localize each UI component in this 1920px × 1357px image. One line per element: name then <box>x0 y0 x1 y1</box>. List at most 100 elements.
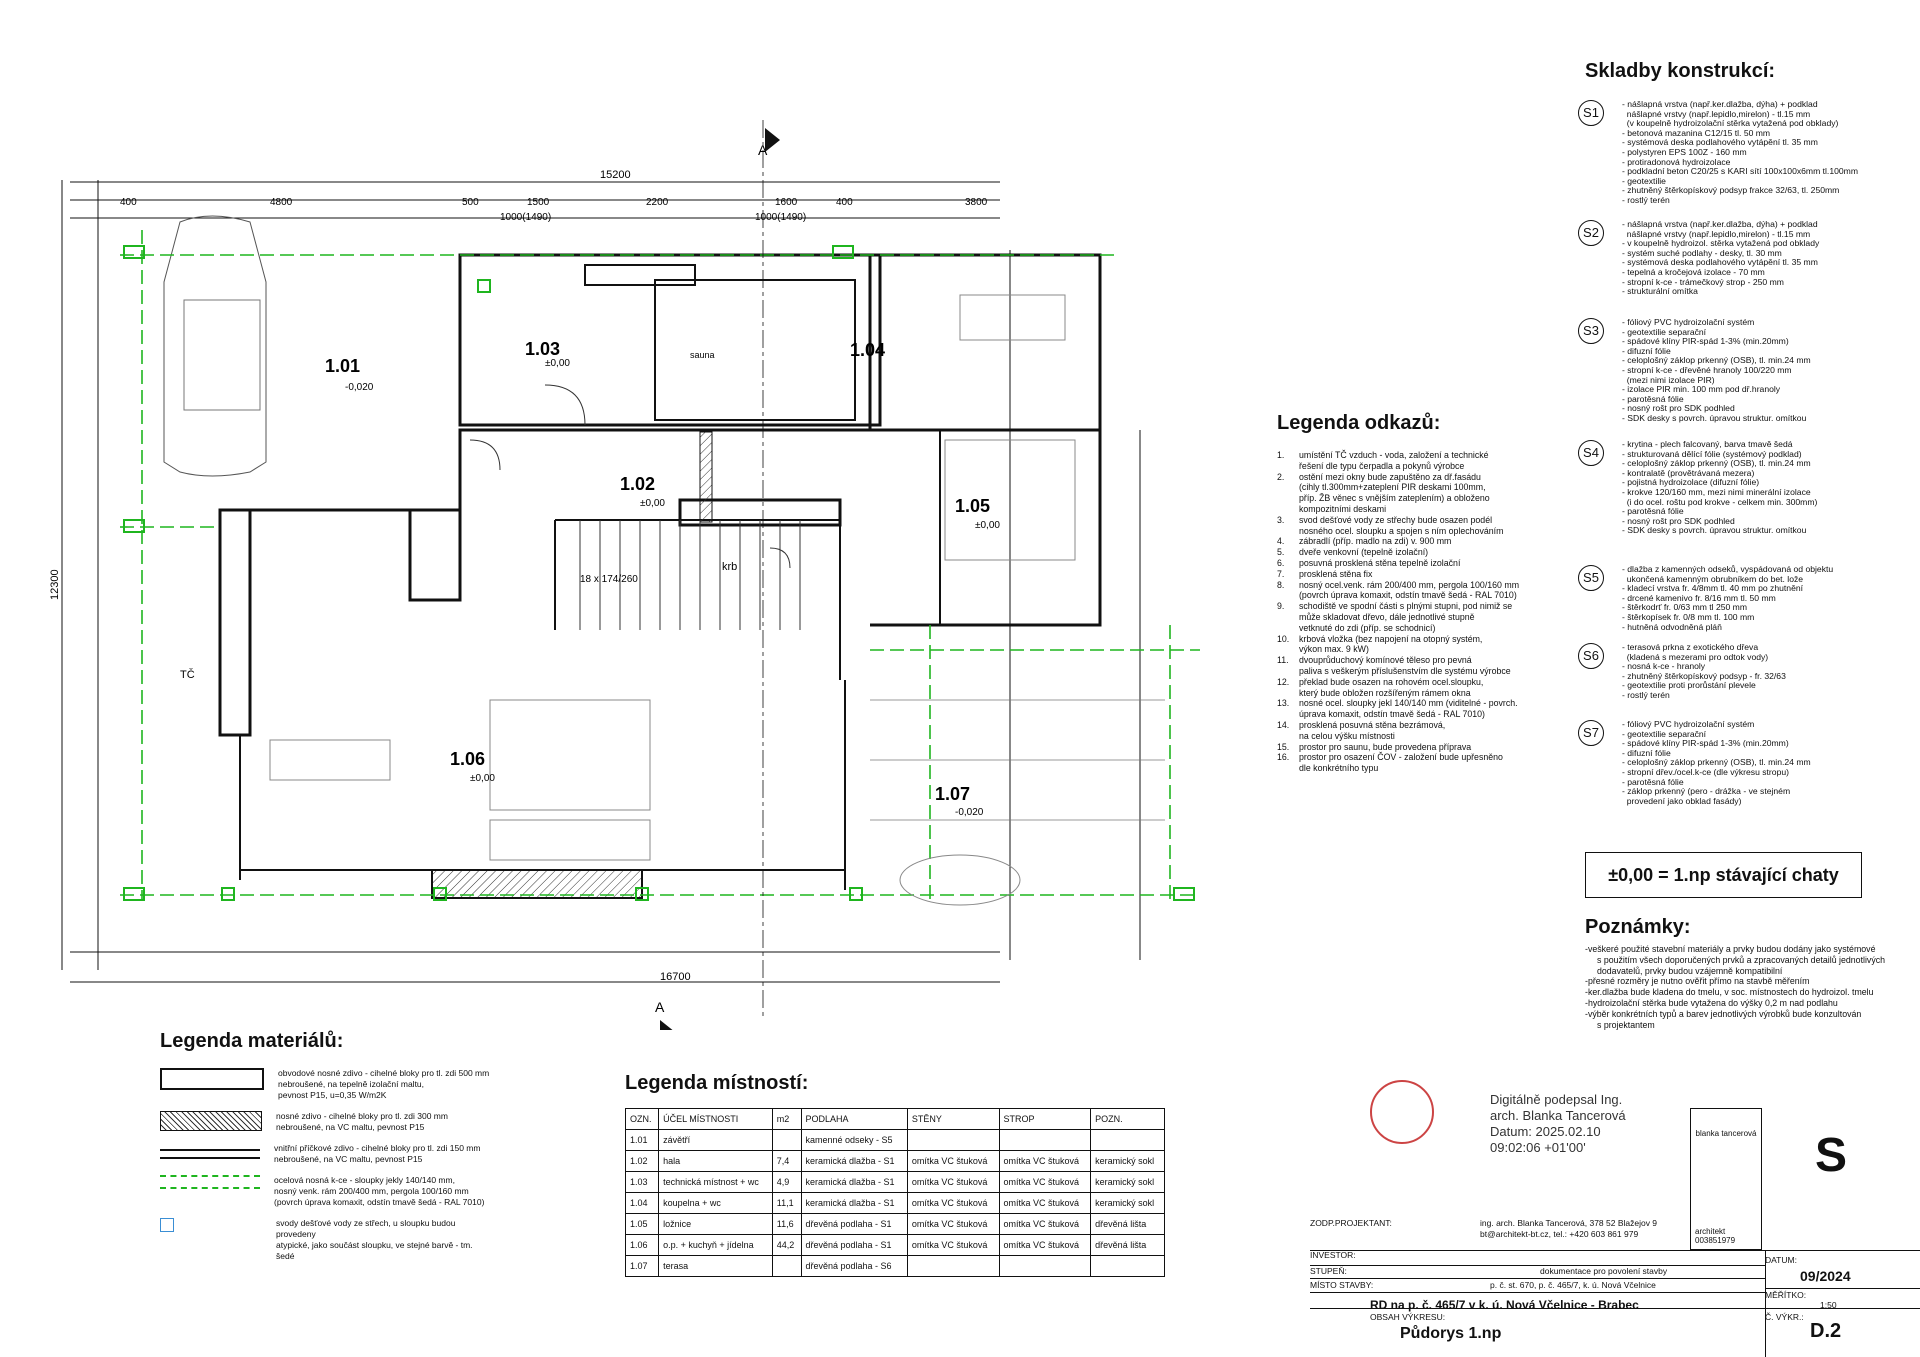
table-cell: 4,9 <box>771 1171 802 1193</box>
table-cell: 1.01 <box>624 1129 660 1151</box>
table-cell: 1.04 <box>624 1192 660 1214</box>
table-cell: 7,4 <box>771 1150 802 1172</box>
table-cell: technická místnost + wc <box>658 1171 773 1193</box>
reference-text: dvouprůduchový komínové těleso pro pevná <box>1299 655 1472 666</box>
composition-line: - systémová deska podlahového vytápění t… <box>1622 137 1818 148</box>
reference-row: 4.zábradlí (příp. madlo na zdi) v. 900 m… <box>1277 536 1577 547</box>
table-cell: 1.03 <box>624 1171 660 1193</box>
dim-top-7: 3800 <box>965 197 988 208</box>
reference-number: 8. <box>1277 579 1285 590</box>
composition-line: provedení jako obklad fasády) <box>1622 795 1742 806</box>
reference-number: 4. <box>1277 536 1285 547</box>
note-text: s projektantem <box>1597 1019 1655 1030</box>
material-line: nebroušené, na VC maltu, pevnost P15 <box>274 1154 423 1164</box>
tb-zodp-label: ZODP.PROJEKTANT: <box>1310 1218 1392 1228</box>
reference-number: 15. <box>1277 741 1290 752</box>
composition-line: (kladená s mezerami pro odtok vody) <box>1622 651 1769 662</box>
level-note: ±0,00 = 1.np stávající chaty <box>1585 852 1862 898</box>
reference-text: umístění TČ vzduch - voda, založení a te… <box>1299 450 1489 460</box>
table-cell: závětří <box>658 1129 773 1151</box>
composition-line: - kontralatě (provětrávaná mezera) <box>1622 467 1755 478</box>
reference-number: 12. <box>1277 676 1290 687</box>
table-cell: 11,6 <box>771 1213 802 1235</box>
reference-number <box>1277 623 1299 634</box>
composition-line: - stropní k-ce - dřevěné hranoly 100/220… <box>1622 364 1792 375</box>
table-cell: kamenné odseky - S5 <box>800 1129 908 1151</box>
table-cell: omítka VC štuková <box>998 1213 1092 1235</box>
notes-title: Poznámky: <box>1585 916 1691 938</box>
reference-number: 14. <box>1277 719 1290 730</box>
reference-number: 5. <box>1277 547 1285 558</box>
reference-row: může skladovat dřevo, dále jednotlivé st… <box>1277 612 1577 623</box>
composition-lines: - krytina - plech falcovaný, barva tmavě… <box>1622 439 1818 536</box>
compositions-title: Skladby konstrukcí: <box>1585 60 1776 82</box>
composition-line: (mezi nimi izolace PIR) <box>1622 374 1715 385</box>
note-line: - výběr konkrétních typů a barev jednotl… <box>1585 1008 1862 1019</box>
composition-line: - zhutněný štěrkopískový podsyp frakce 3… <box>1622 185 1840 196</box>
table-cell: keramický sokl <box>1090 1192 1165 1214</box>
composition-line: - protiradonová hydroizolace <box>1622 156 1731 167</box>
dim-top-1: 4800 <box>270 197 293 208</box>
reference-number <box>1277 461 1299 472</box>
tb-investor-label: INVESTOR: <box>1310 1250 1356 1260</box>
note-text: výběr konkrétních typů a barev jednotliv… <box>1587 1008 1862 1019</box>
room-level-106: ±0,00 <box>470 773 495 784</box>
composition-line: - geotextilie proti prorůstání plevele <box>1622 680 1756 691</box>
reference-row: nosného ocel. sloupku a spojen s ním opl… <box>1277 526 1577 537</box>
official-seal <box>1370 1080 1434 1144</box>
reference-number <box>1277 666 1299 677</box>
section-label-top: A <box>758 142 768 158</box>
table-cell: keramická dlažba - S1 <box>800 1150 908 1172</box>
composition-line: - spádové klíny PIR-spád 1-3% (min.20mm) <box>1622 336 1789 347</box>
composition-badge: S3 <box>1578 318 1604 344</box>
tb-datum-label: DATUM: <box>1765 1255 1797 1265</box>
reference-number <box>1277 731 1299 742</box>
reference-row: 13.nosné ocel. sloupky jekl 140/140 mm (… <box>1277 698 1577 709</box>
rooms-header-cell: OZN. <box>624 1108 660 1130</box>
note-text: veškeré použité stavební materiály a prv… <box>1587 944 1876 954</box>
composition-line: - fóliový PVC hydroizolační systém <box>1622 317 1755 327</box>
reference-number: 11. <box>1277 655 1289 666</box>
material-line: obvodové nosné zdivo - cihelné bloky pro… <box>278 1068 490 1078</box>
notes-list: - veškeré použité stavební materiály a p… <box>1585 944 1905 1030</box>
reference-text: příp. ŽB věnec s vnějším zateplením) a o… <box>1299 493 1490 504</box>
dim-overall-top: 15200 <box>600 169 631 181</box>
table-cell: 44,2 <box>771 1234 802 1256</box>
composition-badge: S4 <box>1578 440 1604 466</box>
table-cell <box>906 1129 1000 1151</box>
material-line: nosný venk. rám 200/400 mm, pergola 100/… <box>274 1186 469 1196</box>
reference-number <box>1277 763 1299 774</box>
table-cell: 1.02 <box>624 1150 660 1172</box>
table-cell <box>998 1255 1092 1277</box>
reference-number <box>1277 526 1299 537</box>
room-label-101: 1.01 <box>325 356 360 376</box>
room-label-104: 1.04 <box>850 340 885 360</box>
logo: S <box>1815 1129 1848 1182</box>
dim-top2-1: 1000(1490) <box>755 212 806 223</box>
note-text: dodavatelů, prvky budou vzájemně kompati… <box>1597 965 1783 976</box>
composition-line: - štěrkodrť fr. 0/63 mm tl 250 mm <box>1622 602 1747 613</box>
reference-row: dle konkrétního typu <box>1277 763 1577 774</box>
tb-stupen-value: dokumentace pro povolení stavby <box>1540 1266 1668 1276</box>
room-label-107: 1.07 <box>935 784 970 804</box>
composition-line: - polystyren EPS 100Z - 160 mm <box>1622 146 1747 157</box>
rooms-header-cell: PODLAHA <box>800 1108 908 1130</box>
dim-top-2: 500 <box>462 197 479 208</box>
reference-row: 6.posuvná prosklená stěna tepelně izolač… <box>1277 558 1577 569</box>
table-cell: omítka VC štuková <box>998 1171 1092 1193</box>
table-cell: dřevěná lišta <box>1090 1234 1165 1256</box>
sig-line-3: Datum: 2025.02.10 <box>1490 1124 1601 1139</box>
reference-row: výkon max. 9 kW) <box>1277 644 1577 655</box>
tb-divider-r2 <box>1765 1288 1920 1289</box>
composition-line: - terasová prkna z exotického dřeva <box>1622 642 1759 652</box>
tb-divider-3 <box>1310 1278 1765 1279</box>
composition-line: - celoplošný záklop prkenný (OSB), tl. m… <box>1622 355 1811 366</box>
reference-row: 12.překlad bude osazen na rohovém ocel.s… <box>1277 677 1577 688</box>
tb-divider-v <box>1765 1250 1766 1357</box>
table-cell: 1.07 <box>624 1255 660 1277</box>
composition-line: (i do ocel. roštu pod krokve - celkem mi… <box>1622 496 1818 507</box>
reference-number <box>1277 590 1299 601</box>
tb-zodp-value: ing. arch. Blanka Tancerová, 378 52 Blaž… <box>1480 1218 1658 1228</box>
